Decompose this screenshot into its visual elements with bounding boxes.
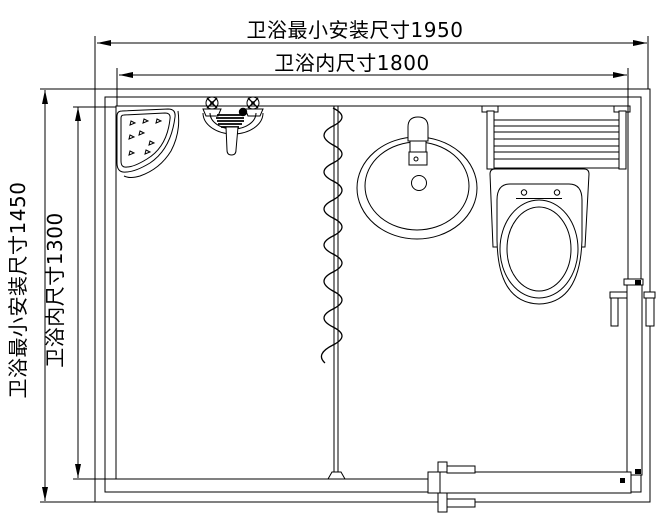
sliding-door-bottom [428, 462, 631, 512]
shower-curtain [321, 106, 345, 479]
mixer-spout [226, 127, 238, 155]
dim-label-overall-width: 卫浴最小安装尺寸1950 [247, 18, 464, 42]
pod-walls [95, 89, 650, 502]
dimension-left-inner: 卫浴内尺寸1300 [43, 107, 116, 479]
shower-mixer-faucet [203, 97, 263, 155]
dim-label-overall-height: 卫浴最小安装尺寸1450 [6, 182, 30, 399]
basin-drain [412, 176, 427, 191]
toilet-seat [497, 184, 582, 304]
dimension-left-overall: 卫浴最小安装尺寸1450 [6, 89, 95, 502]
door-handle-right-inner [644, 292, 655, 326]
mixer-handle-right [247, 97, 259, 109]
toilet [490, 169, 589, 304]
corner-shelf [117, 109, 179, 178]
dim-label-inner-width: 卫浴内尺寸1800 [274, 51, 429, 75]
mixer-handle-left [206, 97, 218, 109]
sliding-door-right [610, 279, 655, 475]
basin-faucet [408, 117, 428, 165]
towel-radiator [482, 106, 630, 169]
door-handle-bottom-bottom [438, 493, 475, 512]
washbasin [357, 117, 477, 239]
shelf-drain-dots [129, 119, 161, 155]
door-handle-bottom-top [438, 462, 475, 473]
door-handle-right-outer [610, 292, 627, 326]
dim-label-inner-height: 卫浴内尺寸1300 [43, 212, 67, 367]
dimension-top-inner: 卫浴内尺寸1800 [117, 51, 628, 106]
curtain-wave [321, 108, 342, 363]
seat-hinge-left [521, 190, 526, 195]
dimension-top-overall: 卫浴最小安装尺寸1950 [95, 18, 648, 89]
seat-hinge-right [554, 190, 559, 195]
mixer-valve-body [216, 107, 248, 127]
